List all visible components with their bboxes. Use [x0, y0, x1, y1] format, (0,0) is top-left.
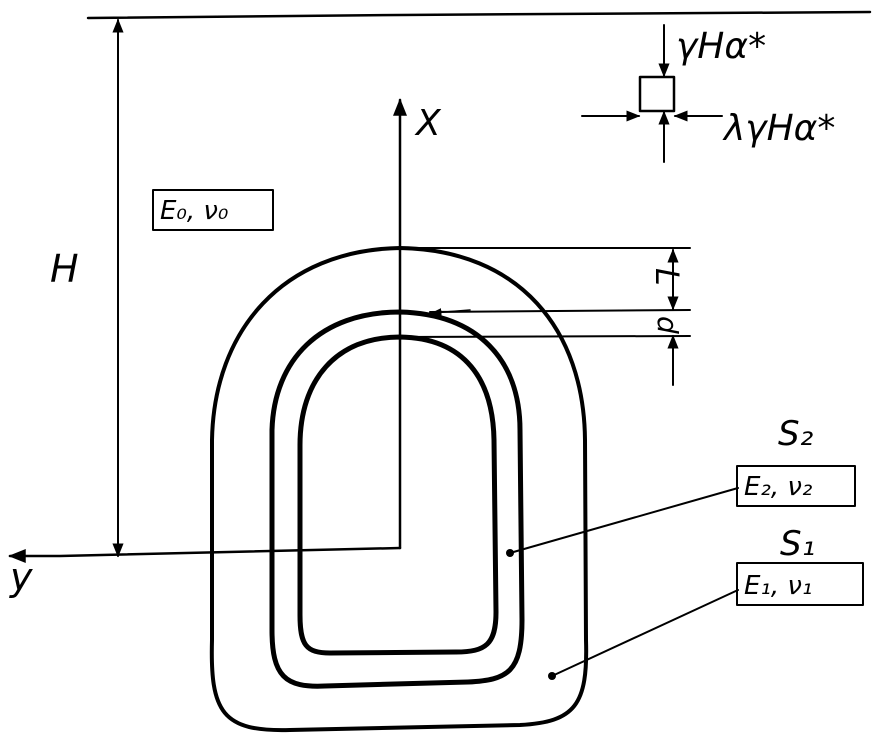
y-axis-label: y: [9, 555, 33, 599]
layer-s2-leader: [509, 487, 739, 554]
inner-opening-contour: [297, 334, 499, 656]
layer-s2-property-box: [736, 465, 856, 507]
host-medium-box: [152, 189, 274, 231]
layer-s1-property-label: E₁, ν₁: [744, 571, 812, 601]
ground-surface-line: [86, 10, 872, 20]
layer-s2-marker: [506, 549, 514, 557]
layer-s1-marker: [548, 672, 556, 680]
vertical-load-label: γHα*: [676, 26, 766, 67]
stress-element-square: [638, 75, 676, 113]
layer-s1-region-label: S₁: [780, 524, 815, 564]
outer-lining-contour: [209, 246, 589, 733]
layer-s2-property-label: E₂, ν₂: [744, 472, 812, 502]
layer-s2-region-label: S₂: [778, 414, 814, 454]
layer-s1-leader: [551, 589, 739, 677]
horizontal-load-label: λγHα*: [722, 108, 835, 149]
y-axis: [8, 546, 402, 563]
extension-line-middle-top: [429, 309, 691, 313]
thickness-label-inner: d: [651, 316, 684, 334]
host-medium-label: E₀, ν₀: [160, 196, 229, 226]
pointer-to-middle: [430, 308, 471, 317]
layer-s1-property-box: [736, 562, 864, 606]
x-axis-label: X: [414, 103, 442, 144]
thickness-label-outer: L: [648, 268, 686, 286]
extension-line-inner-top: [399, 335, 691, 338]
depth-label: H: [50, 247, 79, 291]
middle-lining-contour: [269, 309, 525, 689]
